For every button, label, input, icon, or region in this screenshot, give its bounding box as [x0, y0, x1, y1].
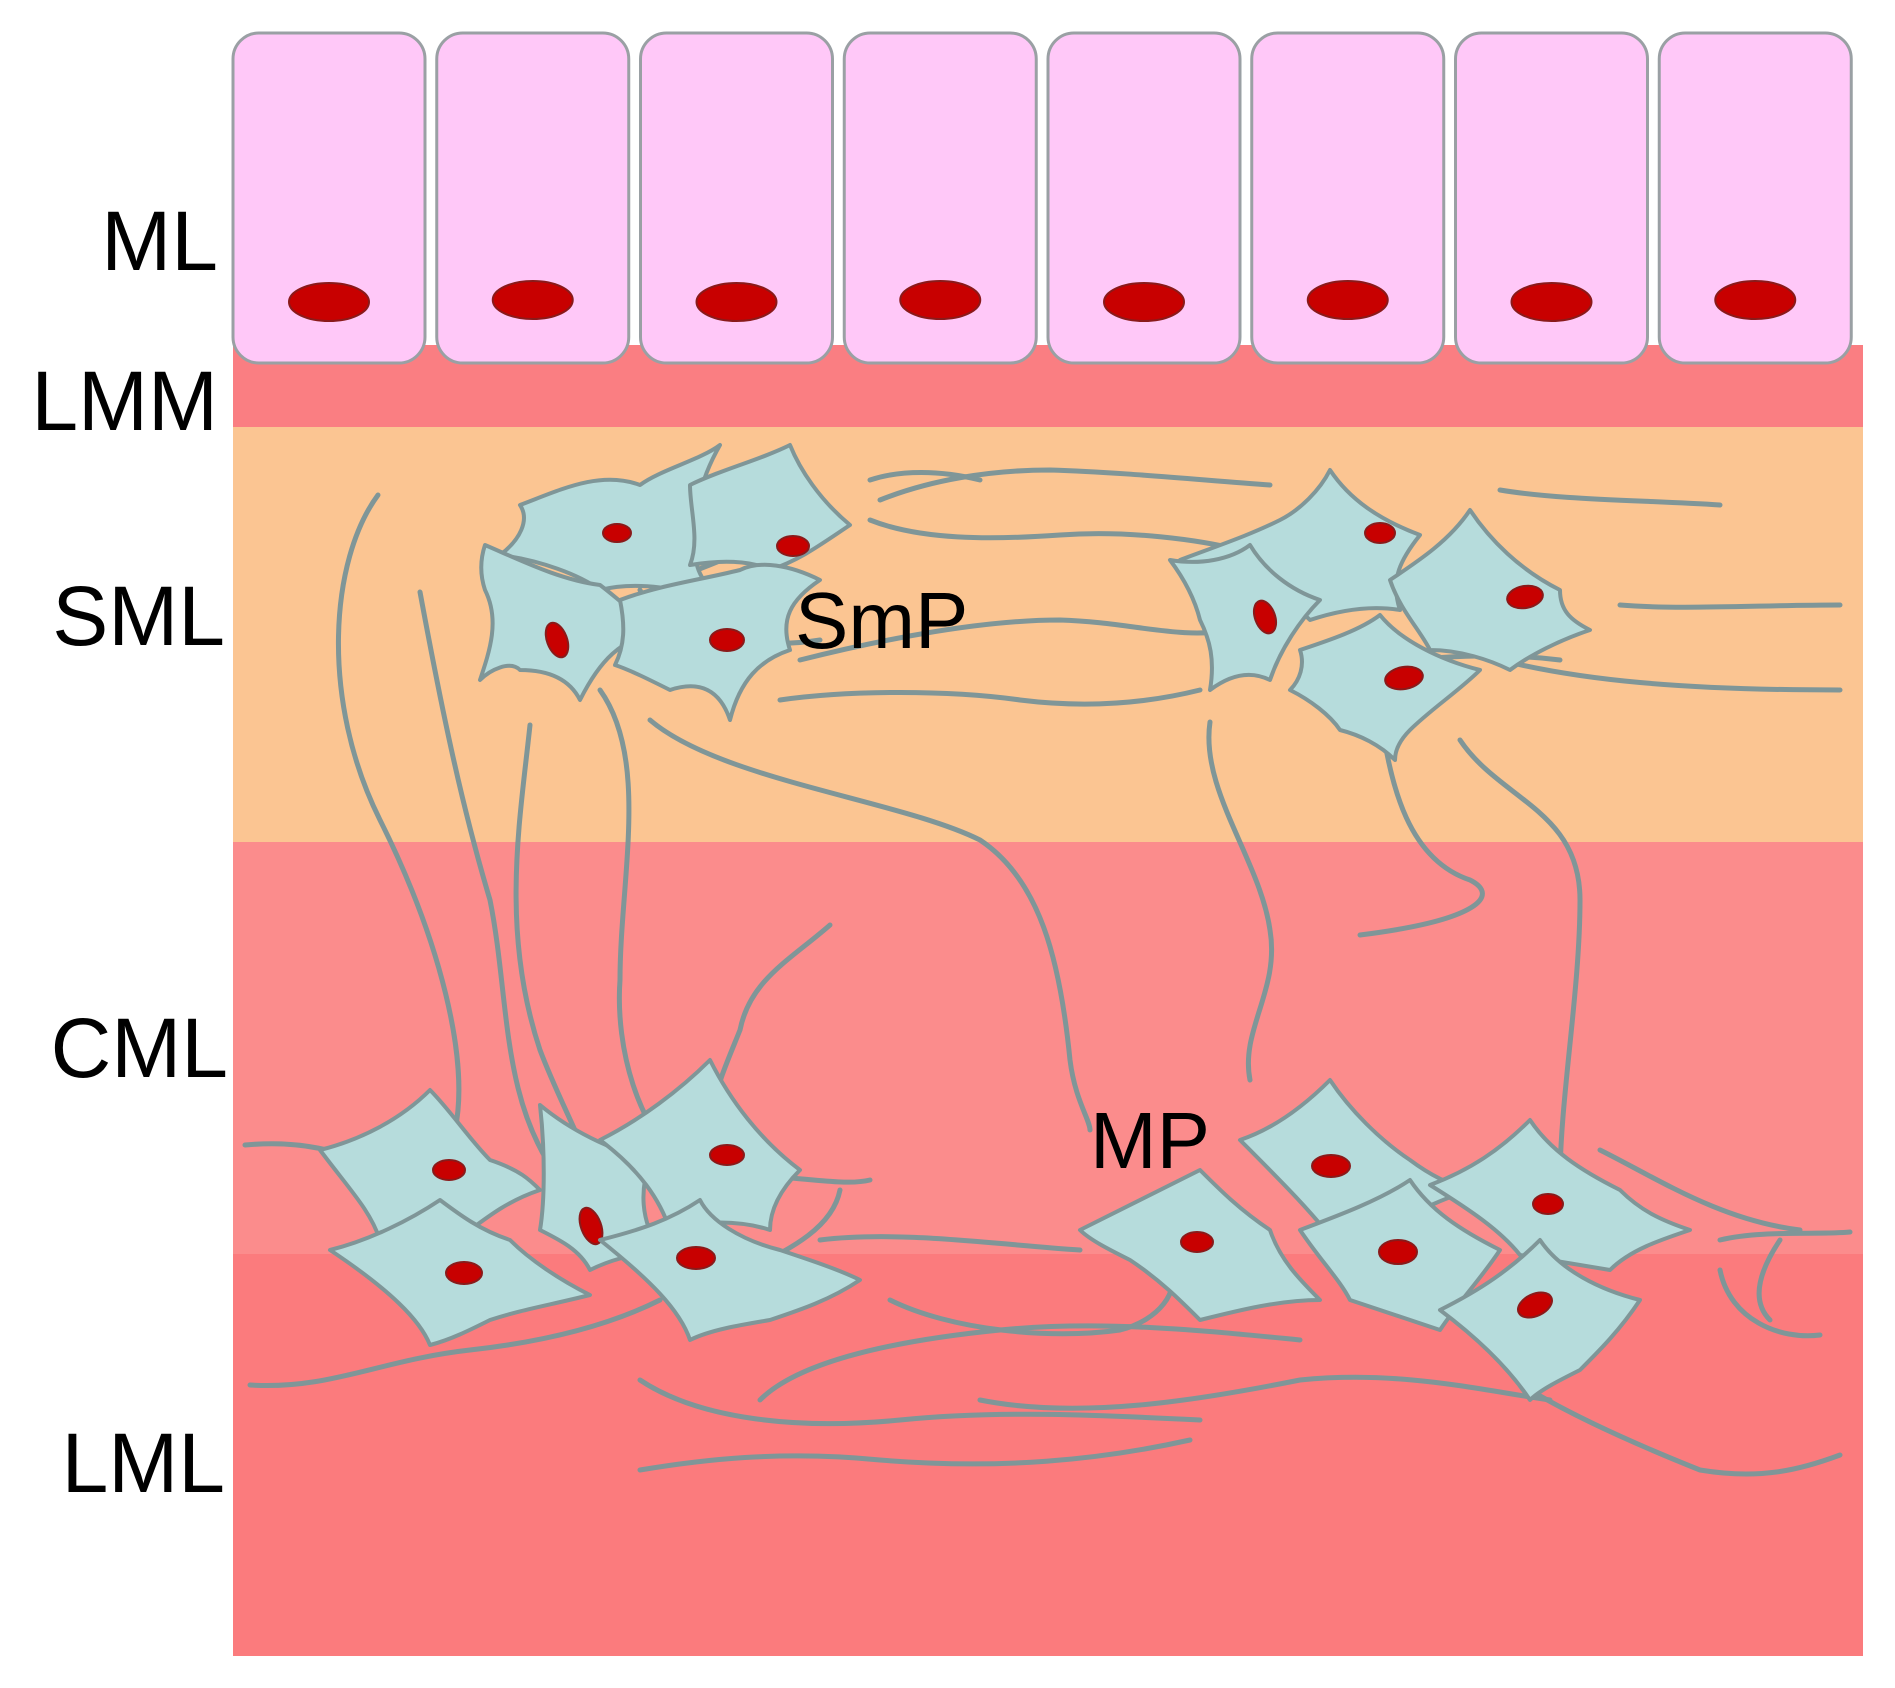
- epithelial-cell: [1657, 31, 1853, 365]
- fiber: [647, 717, 1093, 1133]
- fiber: [977, 1374, 1553, 1411]
- nucleus: [1180, 1231, 1214, 1253]
- epithelial-cell: [842, 31, 1038, 365]
- layer-label-lmm: LMM: [31, 354, 218, 448]
- fiber: [787, 1175, 873, 1185]
- nucleus: [602, 523, 632, 543]
- fiber: [247, 1297, 663, 1389]
- myenteric-plexus-cells: [318, 1058, 1692, 1402]
- nucleus: [776, 535, 810, 557]
- nucleus: [899, 280, 982, 320]
- layer-label-ml: ML: [101, 194, 218, 288]
- fiber: [1357, 707, 1485, 938]
- nucleus: [709, 628, 745, 652]
- label-submucosal-plexus: SmP: [795, 576, 968, 665]
- fiber: [1617, 602, 1843, 610]
- fiber: [637, 1437, 1193, 1473]
- epithelial-cell: [1046, 31, 1242, 365]
- fiber: [887, 1267, 1175, 1337]
- glial-cell: [1438, 1238, 1642, 1402]
- fiber: [1497, 657, 1843, 693]
- label-myenteric-plexus: MP: [1090, 1096, 1210, 1185]
- fiber: [335, 492, 462, 1133]
- epithelial-cell: [435, 31, 631, 365]
- layer-label-cml: CML: [51, 1001, 228, 1095]
- fiber: [1457, 737, 1583, 1183]
- fiber: [1717, 1229, 1853, 1243]
- layer-label-lml: LML: [62, 1416, 225, 1510]
- fiber: [637, 1377, 1203, 1427]
- glial-cell: [1428, 1118, 1692, 1272]
- glial-cell: [598, 1198, 862, 1342]
- fiber: [1717, 1267, 1823, 1339]
- fiber: [867, 470, 983, 483]
- nucleus: [544, 621, 570, 659]
- nucleus: [1306, 280, 1389, 320]
- glial-cell: [1168, 543, 1322, 692]
- nucleus: [1364, 522, 1396, 544]
- fiber: [817, 1234, 1083, 1253]
- nucleus: [1510, 282, 1593, 322]
- fiber: [867, 517, 1243, 553]
- sml-band: [233, 427, 1863, 842]
- fiber: [797, 617, 1233, 663]
- nucleus: [695, 282, 778, 322]
- fiber: [1527, 1387, 1843, 1477]
- epithelial-cell: [1454, 31, 1649, 365]
- nucleus: [676, 1246, 716, 1270]
- epithelial-cell: [1250, 31, 1446, 365]
- nucleus: [1517, 1291, 1553, 1319]
- nucleus: [1714, 280, 1797, 320]
- fiber: [1597, 1147, 1803, 1233]
- glial-cell: [1288, 613, 1482, 762]
- layer-label-sml: SML: [52, 569, 225, 663]
- fiber: [777, 687, 1203, 707]
- nucleus: [432, 1159, 466, 1181]
- glial-cell: [478, 543, 662, 702]
- nucleus: [1384, 665, 1424, 691]
- glial-cell: [498, 443, 722, 602]
- epithelial-cell: [639, 31, 834, 365]
- fiber: [1756, 1237, 1783, 1323]
- submucosal-plexus-cells: [478, 443, 1592, 762]
- nucleus: [1378, 1239, 1418, 1265]
- mucosal-epithelium: [231, 31, 1853, 365]
- layer-labels: ML LMM SML CML LML: [31, 194, 228, 1510]
- nucleus: [1506, 584, 1544, 610]
- nucleus: [1103, 282, 1185, 322]
- nucleus: [1532, 1193, 1564, 1215]
- nucleus: [491, 280, 574, 320]
- nucleus: [1311, 1154, 1351, 1178]
- nucleus: [578, 1206, 604, 1246]
- glial-cell: [688, 443, 852, 572]
- fiber: [877, 467, 1273, 503]
- nucleus: [288, 282, 370, 322]
- fiber: [417, 589, 563, 1183]
- nucleus: [445, 1261, 483, 1285]
- fiber: [1497, 487, 1723, 508]
- fiber: [1206, 719, 1274, 1083]
- nucleus: [709, 1144, 745, 1166]
- epithelial-cell: [231, 31, 427, 365]
- nucleus: [1252, 599, 1278, 635]
